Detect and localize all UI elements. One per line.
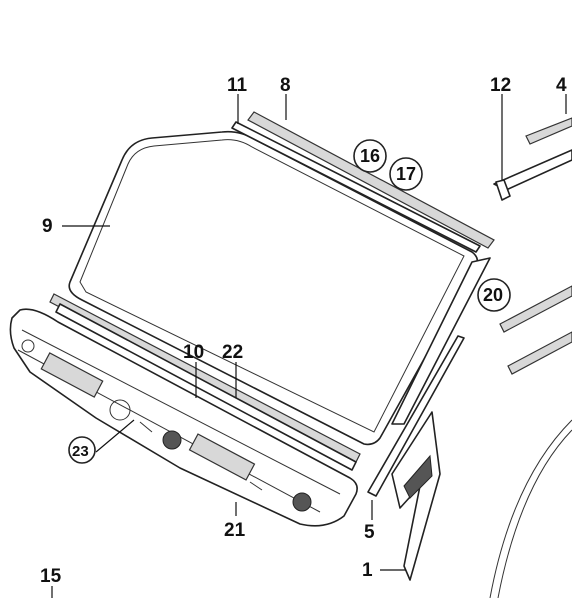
roof-moulding-strips xyxy=(231,111,495,253)
label-15: 15 xyxy=(40,566,62,587)
label-17: 17 xyxy=(396,164,416,184)
label-1: 1 xyxy=(362,560,373,581)
circle-16 xyxy=(353,139,387,173)
label-4: 4 xyxy=(556,75,567,96)
label-22: 22 xyxy=(222,342,243,363)
circle-20 xyxy=(477,278,511,312)
label-9: 9 xyxy=(42,216,53,237)
windshield-glass xyxy=(68,130,479,446)
circle-17 xyxy=(389,157,423,191)
leader-lines xyxy=(51,94,567,598)
door-frame-bracket xyxy=(391,411,572,598)
label-12: 12 xyxy=(490,75,511,96)
part-labels: 11 8 12 4 9 10 22 21 5 1 15 xyxy=(40,75,567,587)
label-23: 23 xyxy=(72,443,89,460)
cowl-panel xyxy=(9,308,358,527)
label-21: 21 xyxy=(224,520,246,541)
label-11: 11 xyxy=(227,75,248,96)
a-pillar-trim xyxy=(367,257,491,497)
label-8: 8 xyxy=(280,75,291,96)
circle-23 xyxy=(68,436,96,464)
top-right-parts xyxy=(493,117,572,201)
label-5: 5 xyxy=(364,522,375,543)
side-mouldings xyxy=(499,285,572,375)
label-20: 20 xyxy=(483,285,503,305)
circled-labels: 16 17 20 23 xyxy=(68,139,511,464)
lower-seal-strips xyxy=(49,293,361,471)
label-16: 16 xyxy=(360,146,380,166)
label-10: 10 xyxy=(183,342,204,363)
